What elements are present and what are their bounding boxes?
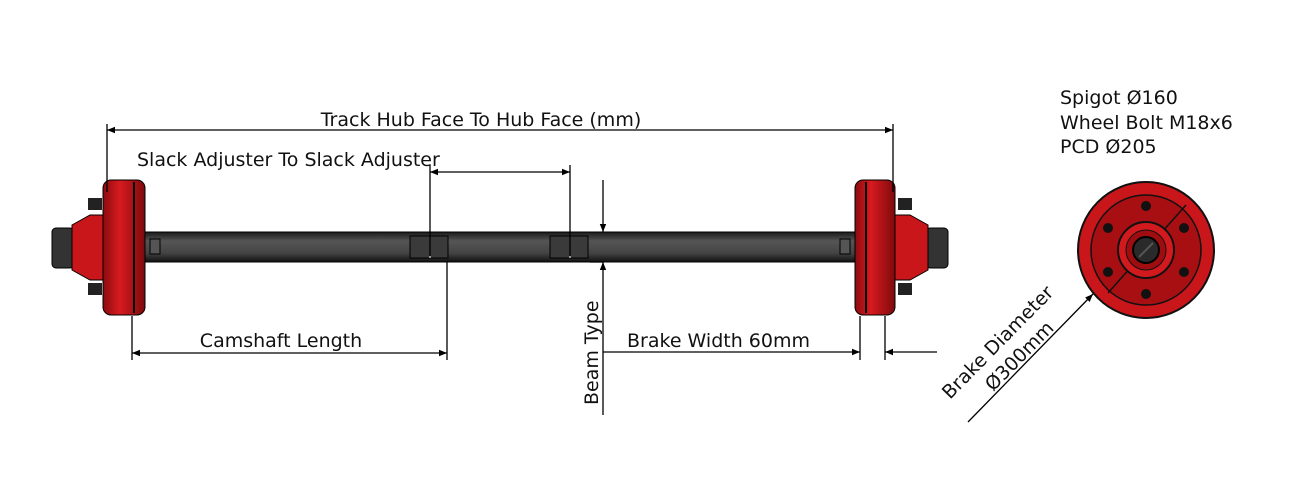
hub-end-view <box>1077 181 1215 319</box>
track-label: Track Hub Face To Hub Face (mm) <box>320 109 642 131</box>
beam-type-dimension: Beam Type <box>581 180 607 415</box>
hub-specs: Spigot Ø160 Wheel Bolt M18x6 PCD Ø205 <box>1060 87 1233 158</box>
slack-adjuster-label: Slack Adjuster To Slack Adjuster <box>137 149 440 171</box>
spec-spigot: Spigot Ø160 <box>1060 87 1178 109</box>
brake-diameter-dimension: Brake Diameter Ø300mm <box>938 282 1094 423</box>
spec-wheel-bolt: Wheel Bolt M18x6 <box>1060 112 1233 134</box>
right-brake-drum <box>854 179 949 316</box>
camshaft-dimension: Camshaft Length <box>131 262 448 360</box>
spec-pcd: PCD Ø205 <box>1060 136 1157 158</box>
axle-beam <box>139 231 861 263</box>
left-brake-drum <box>51 179 146 316</box>
slack-adjuster-dimension: Slack Adjuster To Slack Adjuster <box>137 149 571 256</box>
brake-width-dimension: Brake Width 60mm <box>603 316 937 360</box>
beam-type-label: Beam Type <box>581 300 603 405</box>
brake-width-label: Brake Width 60mm <box>627 330 810 352</box>
camshaft-label: Camshaft Length <box>200 330 362 352</box>
track-dimension: Track Hub Face To Hub Face (mm) <box>106 109 894 192</box>
